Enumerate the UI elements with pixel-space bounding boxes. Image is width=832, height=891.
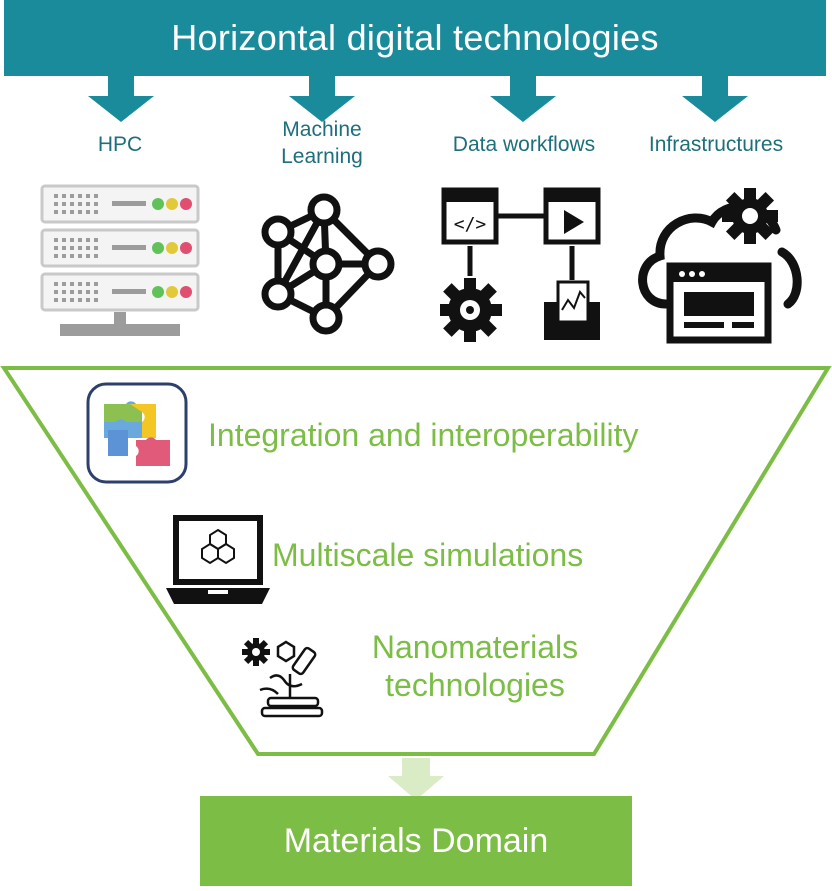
down-arrow-icon [388, 758, 444, 800]
column-label-data-workflows: Data workflows [452, 133, 596, 156]
down-arrow-icon [682, 76, 748, 122]
down-arrow-icon [490, 76, 556, 122]
down-arrow-icon [289, 76, 355, 122]
laptop-molecule-icon [166, 515, 270, 604]
funnel-item-multiscale: Multiscale simulations [272, 537, 584, 573]
column-label-infrastructures: Infrastructures [648, 133, 784, 156]
data-workflow-icon: </> [440, 187, 601, 342]
down-arrow-icon [88, 76, 154, 122]
banner-title: Horizontal digital technologies [4, 0, 826, 76]
cloud-infrastructure-icon [638, 188, 802, 344]
funnel-shape [0, 366, 832, 756]
neural-network-icon [261, 193, 395, 335]
server-rack-icon [40, 184, 200, 336]
funnel-item-integration: Integration and interoperability [208, 417, 639, 453]
column-label-machine-learning: Machine Learning [281, 118, 363, 168]
materials-domain-box: Materials Domain [200, 796, 632, 886]
microscope-gear-icon [242, 638, 324, 718]
column-label-hpc: HPC [97, 133, 143, 156]
svg-text:</>: </> [454, 214, 487, 235]
puzzle-icon [86, 382, 188, 484]
funnel-item-nanomaterials: Nanomaterials technologies [371, 629, 579, 703]
